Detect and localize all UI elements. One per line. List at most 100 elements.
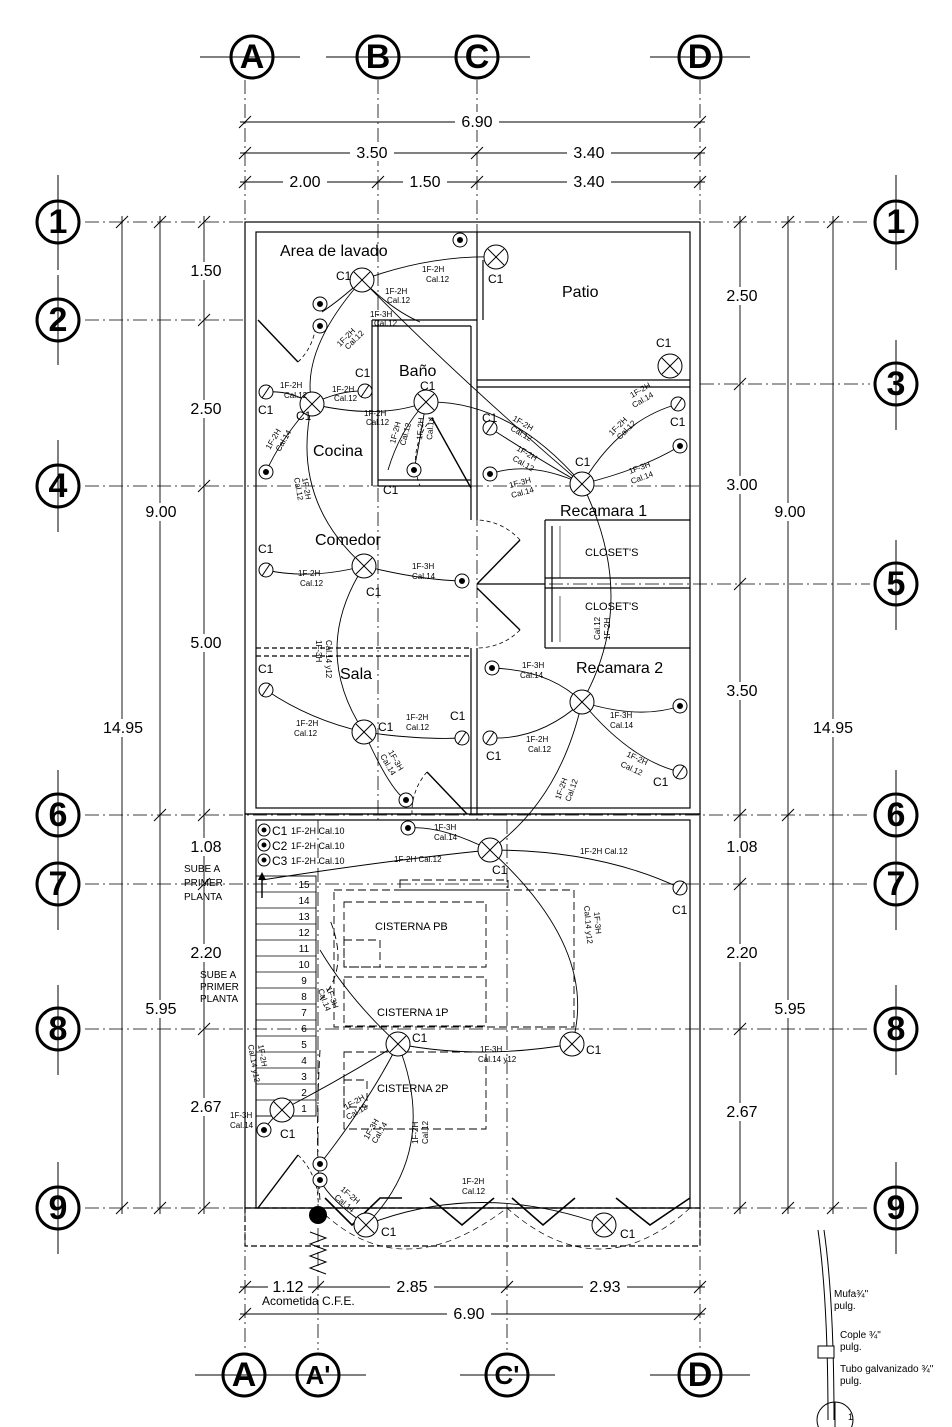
c1-label: C1 (575, 455, 591, 469)
wire-label: Cal.14 (230, 1121, 254, 1130)
planta-1: PLANTA (184, 892, 222, 903)
axis-label-bottom-d: D (688, 1356, 713, 1394)
wire-spec-labels: 1F-2H Cal.12 1F-2H Cal.12 1F-3H Cal.12 1… (230, 265, 656, 1215)
luminaire-entrance-1 (353, 1212, 379, 1238)
axis-label-top-a: A (240, 38, 265, 76)
entrance-gates (324, 1197, 691, 1227)
wire-label: Cal.12 (406, 723, 430, 732)
wire-label: Cal.12 (421, 1120, 430, 1144)
c1-label: C1 (336, 269, 352, 283)
luminaire-bano (413, 389, 439, 415)
c1-label: C1 (378, 720, 394, 734)
wire-label: 1F-2H Cal.12 (394, 855, 442, 864)
dim-right-inner-1: 2.50 (726, 288, 757, 305)
c1-label: C1 (381, 1225, 397, 1239)
dim-right-inner-3: 3.50 (726, 683, 757, 700)
sube-a-2: SUBE A (200, 970, 236, 981)
c1-label: C1 (482, 411, 498, 425)
wire-label: 1F-3H (370, 310, 392, 319)
room-cisterna-2p: CISTERNA 2P (377, 1083, 449, 1095)
doors (257, 319, 521, 1209)
luminaire-entrance-2 (591, 1212, 617, 1238)
circuit-labels: C1 C1 C1 C1 C1 C1 C1 C1 C1 C1 C1 C1 C1 C… (258, 269, 688, 1241)
wire-label: 1F-2H (256, 1044, 269, 1068)
service-detail (816, 1229, 854, 1427)
luminaire-recamara1 (569, 471, 595, 497)
c1-label: C1 (412, 1031, 428, 1045)
dim-left-inner-1: 1.50 (190, 263, 221, 280)
dim-bottom-detail-1: 1.12 (272, 1279, 303, 1296)
wire-label: Cal.14 y12 (324, 640, 333, 679)
luminaire-sala (351, 719, 377, 745)
axis-label-left-7: 7 (49, 865, 68, 903)
axis-label-left-8: 8 (49, 1010, 68, 1048)
axis-label-left-6: 6 (49, 796, 68, 834)
wire-label: Cal.12 (292, 477, 305, 502)
luminaire-garage-2 (385, 1031, 411, 1057)
wire-label: 1F-2H (298, 569, 320, 578)
wire-label: 1F-3H (434, 823, 456, 832)
room-recamara1: Recamara 1 (560, 503, 647, 520)
dim-left-inner-3: 5.00 (190, 635, 221, 652)
c1-label: C1 (586, 1043, 602, 1057)
legend-c3-spec: 1F-2H Cal.10 (291, 856, 345, 866)
dimension-ticks (115, 115, 840, 1321)
axis-bubbles (35, 34, 919, 1398)
dim-left-total: 14.95 (103, 720, 143, 737)
c1-label: C1 (296, 409, 312, 423)
dim-right-inner-6: 2.67 (726, 1104, 757, 1121)
luminaire-garage-3 (559, 1031, 585, 1057)
detail-cople-pulg: pulg. (840, 1342, 862, 1353)
wire-label: 1F-3H (314, 640, 323, 662)
stair-step-number: 10 (298, 960, 310, 971)
dim-left-inner-6: 2.67 (190, 1099, 221, 1116)
wire-label: Cal.12 (462, 1187, 486, 1196)
wire-label: 1F-2H (411, 1122, 420, 1144)
luminaire-garage-1 (477, 837, 503, 863)
dim-top-mid-2: 3.40 (573, 145, 604, 162)
c1-label: C1 (383, 483, 399, 497)
dim-top-total: 6.90 (461, 114, 492, 131)
legend-c3: C3 (272, 854, 288, 868)
planta-2: PLANTA (200, 994, 238, 1005)
wire-label: 1F-2H (406, 713, 428, 722)
room-cocina: Cocina (313, 443, 363, 460)
c1-label: C1 (450, 709, 466, 723)
wire-label: Cal.14 (425, 416, 436, 440)
detail-number: 1 (848, 1412, 853, 1422)
wire-label: Cal.12 (387, 296, 411, 305)
wire-label: Cal.12 (284, 391, 308, 400)
detail-mufa: Mufa¾" (834, 1289, 869, 1300)
dim-right-inner-4: 1.08 (726, 839, 757, 856)
luminaire-comedor (351, 553, 377, 579)
wire-label: 1F-3H (412, 562, 434, 571)
wire-label: Cal.12 (528, 745, 552, 754)
dim-bottom-detail-3: 2.93 (589, 1279, 620, 1296)
axis-label-bottom-a-prime: A' (306, 1360, 331, 1390)
detail-tubo: Tubo galvanizado ¾" (840, 1364, 934, 1375)
wire-label: 1F-2H (603, 618, 612, 640)
c1-label: C1 (656, 336, 672, 350)
dim-left-mid-2: 5.95 (145, 1001, 176, 1018)
wire-label: 1F-3H (480, 1045, 502, 1054)
stair-step-number: 15 (298, 880, 310, 891)
c1-label: C1 (653, 775, 669, 789)
wire-label: 1F-2H (385, 287, 407, 296)
legend-c1: C1 (272, 824, 288, 838)
dim-top-detail-2: 1.50 (409, 174, 440, 191)
room-closet-2: CLOSET'S (585, 601, 638, 613)
dim-right-inner-5: 2.20 (726, 945, 757, 962)
axis-label-right-6: 6 (887, 796, 906, 834)
luminaires (269, 244, 683, 1238)
dim-left-inner-5: 2.20 (190, 945, 221, 962)
wire-label: Cal.12 (374, 319, 398, 328)
room-comedor: Comedor (315, 532, 381, 549)
legend-c2: C2 (272, 839, 288, 853)
dim-bottom-total: 6.90 (453, 1306, 484, 1323)
axis-label-right-5: 5 (887, 565, 906, 603)
c1-label: C1 (672, 903, 688, 917)
axis-label-right-1: 1 (887, 203, 906, 241)
dim-right-total: 14.95 (813, 720, 853, 737)
room-area-lavado: Area de lavado (280, 243, 388, 260)
